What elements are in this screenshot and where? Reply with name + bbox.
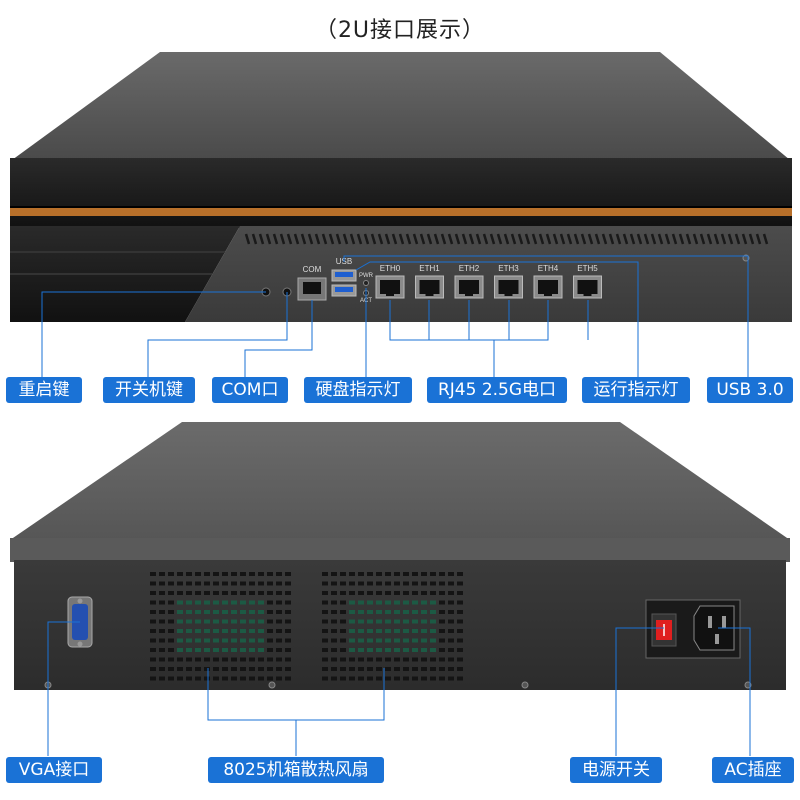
front-vent-slots — [244, 233, 769, 245]
eth-port-label: ETH1 — [419, 264, 440, 273]
eth-port-0: ETH0 — [375, 264, 405, 299]
fan-grille-left — [150, 572, 291, 681]
eth-port-label: ETH2 — [459, 264, 480, 273]
rear-top-surface — [10, 422, 790, 540]
pwr-led — [363, 280, 369, 286]
label-ac-socket: AC插座 — [712, 757, 794, 783]
eth-port-5: ETH5 — [573, 264, 602, 299]
eth-port-1: ETH1 — [415, 264, 444, 299]
label-power-switch: 电源开关 — [570, 757, 662, 783]
front-top-surface — [12, 52, 790, 160]
eth-port-label: ETH3 — [498, 264, 519, 273]
eth-port-3: ETH3 — [494, 264, 523, 299]
label-usb3: USB 3.0 — [707, 377, 793, 403]
label-power-button: 开关机键 — [103, 377, 195, 403]
rear-callout-lines — [47, 621, 751, 756]
label-vga: VGA接口 — [6, 757, 102, 783]
label-reset-button: 重启键 — [6, 377, 82, 403]
io-panel — [185, 226, 792, 322]
label-rj45: RJ45 2.5G电口 — [427, 377, 567, 403]
eth-port-label: ETH0 — [380, 264, 401, 273]
front-face — [10, 158, 792, 228]
eth-port-label: ETH4 — [538, 264, 559, 273]
front-callout-lines — [41, 255, 749, 378]
eth-port-4: ETH4 — [533, 264, 563, 299]
fan-grille-right — [322, 572, 463, 681]
orange-stripe — [10, 208, 792, 216]
label-fans: 8025机箱散热风扇 — [208, 757, 384, 783]
eth-port-label: ETH5 — [577, 264, 598, 273]
label-hdd-led: 硬盘指示灯 — [304, 377, 412, 403]
com-port-text: COM — [303, 265, 322, 274]
label-run-led: 运行指示灯 — [582, 377, 690, 403]
eth-ports: ETH0 ETH1 ETH2 ETH3 ETH4 ETH5 — [375, 264, 602, 299]
rear-chassis — [10, 422, 790, 756]
eth-port-2: ETH2 — [454, 264, 484, 299]
label-com-port: COM口 — [212, 377, 288, 403]
page-title: （2U接口展示） — [314, 18, 486, 43]
pwr-led-text: PWR — [359, 273, 374, 279]
